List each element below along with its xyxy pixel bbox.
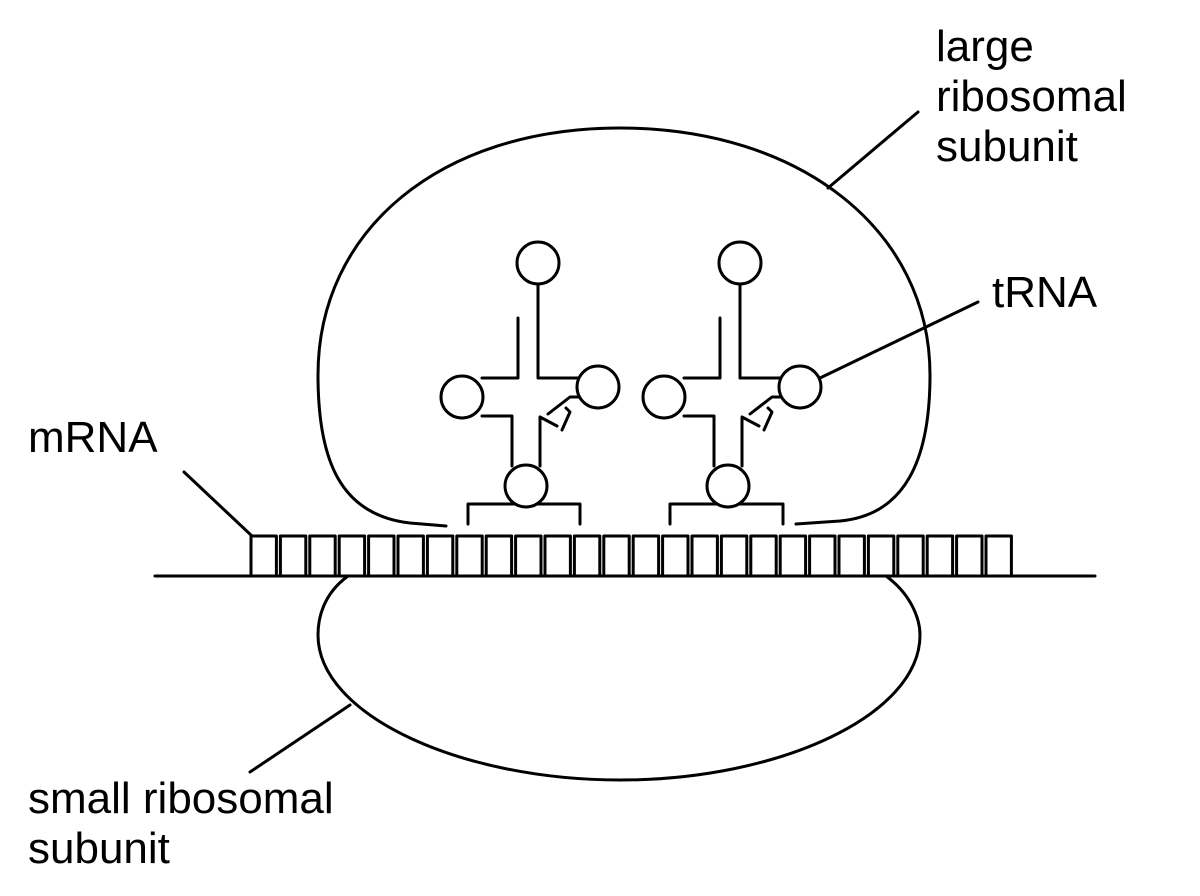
codon-box [278,534,308,578]
trna-top-loop [515,240,561,286]
leader-line-mrna [182,470,254,538]
codon-box [337,534,367,578]
large-ribosomal-subunit [316,126,932,528]
codon-box [602,534,631,578]
trna-d-loop [641,374,687,420]
codon-box [719,534,749,578]
trna-right-arm-upper [546,395,582,416]
small-ribosomal-subunit [316,574,922,782]
codon-box [572,534,602,578]
label-mrna: mRNA [28,413,158,462]
trna-variable-arm [740,415,761,468]
leader-line-trna [818,300,980,380]
codon-box [984,534,1013,578]
codon-box [631,534,661,578]
codon-box [925,534,955,578]
codon-box [896,534,925,578]
label-small-ribosomal-subunit: small ribosomal subunit [28,774,334,874]
codon-box [837,534,866,578]
trna-tpsic-loop [575,364,621,410]
trna-acceptor-arm [536,282,580,380]
label-small-line-1: small ribosomal [28,774,334,823]
label-large-ribosomal-subunit: large ribosomal subunit [936,22,1127,172]
trna-3prime-strand [682,316,722,380]
codon-box [249,534,278,578]
trna-3prime-strand [480,316,520,380]
codon-box [690,534,719,578]
trna-left-arm [682,414,716,468]
codon-box [866,534,896,578]
trna-variable-arm [538,415,559,468]
codon-box [749,534,778,578]
codon-box [367,534,396,578]
leader-line-large-subunit [826,110,920,190]
trna-anticodon-loop [705,463,751,509]
trna-top-loop [717,240,763,286]
trna-right-arm-upper [748,395,784,416]
trna-left-arm [480,414,514,468]
trna-d-loop [439,374,485,420]
trna-acceptor-arm [738,282,782,380]
codon-box [514,534,543,578]
label-large-line-1: large [936,22,1034,71]
trna-tpsic-loop [777,364,823,410]
mrna-codons [249,534,1013,578]
label-small-line-2: subunit [28,824,170,873]
codon-box [484,534,514,578]
codon-box [396,534,425,578]
codon-box [955,534,984,578]
leader-line-small-subunit [248,703,352,774]
codon-box [808,534,837,578]
trna-anticodon-loop [503,463,549,509]
codon-box [778,534,808,578]
label-large-line-3: subunit [936,122,1078,171]
label-trna: tRNA [992,268,1098,317]
codon-box [425,534,455,578]
trna-molecule-left [439,240,621,509]
codon-box [455,534,484,578]
codon-box [661,534,690,578]
trna-molecule-right [641,240,823,509]
codon-box [543,534,572,578]
codon-box [308,534,337,578]
trna-variable-loop [762,406,774,432]
label-large-line-2: ribosomal [936,72,1127,121]
trna-variable-loop [560,406,572,432]
